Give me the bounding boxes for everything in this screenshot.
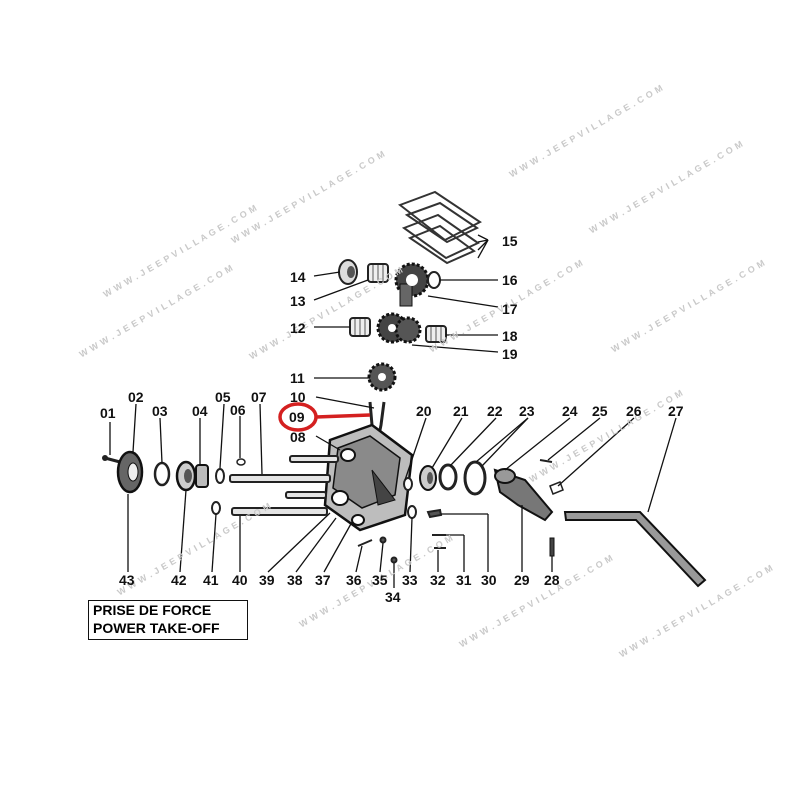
- part-label-02: 02: [128, 389, 144, 405]
- gear-19: [376, 312, 422, 344]
- bolt-01: [102, 455, 121, 464]
- pin-28: [549, 537, 555, 557]
- part-label-21: 21: [453, 403, 469, 419]
- part-label-24: 24: [562, 403, 578, 419]
- small-parts: [357, 505, 446, 564]
- seal-22: [438, 463, 458, 491]
- part-label-06: 06: [230, 402, 246, 418]
- part-label-05: 05: [215, 389, 231, 405]
- part-label-41: 41: [203, 572, 219, 588]
- part-label-35: 35: [372, 572, 388, 588]
- part-label-30: 30: [481, 572, 497, 588]
- part-label-26: 26: [626, 403, 642, 419]
- handle-27: [563, 511, 707, 588]
- part-label-07: 07: [251, 389, 267, 405]
- part-label-31: 31: [456, 572, 472, 588]
- seal-03: [153, 461, 171, 487]
- needle-bearing-12: [349, 317, 371, 337]
- part-label-23: 23: [519, 403, 535, 419]
- part-label-12: 12: [290, 320, 306, 336]
- part-label-22: 22: [487, 403, 503, 419]
- lever-29: [493, 468, 554, 522]
- bearing-14: [338, 259, 358, 285]
- part-label-33: 33: [402, 572, 418, 588]
- part-label-08: 08: [290, 429, 306, 445]
- part-label-38: 38: [287, 572, 303, 588]
- part-label-01: 01: [100, 405, 116, 421]
- part-label-20: 20: [416, 403, 432, 419]
- washer-41: [211, 501, 221, 515]
- ring-20: [403, 477, 413, 491]
- part-label-14: 14: [290, 269, 306, 285]
- shafts: [229, 455, 339, 516]
- part-label-40: 40: [232, 572, 248, 588]
- washer-05: [215, 468, 225, 484]
- ring-23: [463, 460, 487, 496]
- part-label-25: 25: [592, 403, 608, 419]
- gear-11: [367, 362, 397, 392]
- gasket-plates: [397, 190, 482, 265]
- part-label-18: 18: [502, 328, 518, 344]
- title-box: PRISE DE FORCE POWER TAKE-OFF: [88, 600, 248, 640]
- bearing-21: [419, 465, 437, 491]
- leader-lines: [109, 234, 677, 588]
- part-label-19: 19: [502, 346, 518, 362]
- part-label-17: 17: [502, 301, 518, 317]
- washer-16: [427, 271, 441, 289]
- highlight-09: [278, 402, 371, 432]
- part-label-10: 10: [290, 389, 306, 405]
- part-label-43: 43: [119, 572, 135, 588]
- needle-bearing-13: [367, 263, 389, 283]
- part-label-34: 34: [385, 589, 401, 605]
- title-english: POWER TAKE-OFF: [93, 620, 220, 636]
- part-label-37: 37: [315, 572, 331, 588]
- title-french: PRISE DE FORCE: [93, 602, 212, 618]
- part-label-04: 04: [192, 403, 208, 419]
- part-label-16: 16: [502, 272, 518, 288]
- part-label-13: 13: [290, 293, 306, 309]
- part-label-15: 15: [502, 233, 518, 249]
- part-label-42: 42: [171, 572, 187, 588]
- part-label-27: 27: [668, 403, 684, 419]
- part-label-29: 29: [514, 572, 530, 588]
- part-label-09: 09: [289, 409, 305, 425]
- part-label-28: 28: [544, 572, 560, 588]
- part-label-32: 32: [430, 572, 446, 588]
- part-label-03: 03: [152, 403, 168, 419]
- ring-06: [236, 458, 246, 466]
- bolt-25: [539, 459, 553, 463]
- part-label-39: 39: [259, 572, 275, 588]
- part-label-36: 36: [346, 572, 362, 588]
- bearing-04: [175, 460, 209, 492]
- housing: [323, 423, 414, 532]
- part-label-11: 11: [290, 370, 305, 386]
- flange-02: [116, 450, 144, 494]
- needle-bearing-18: [425, 325, 447, 343]
